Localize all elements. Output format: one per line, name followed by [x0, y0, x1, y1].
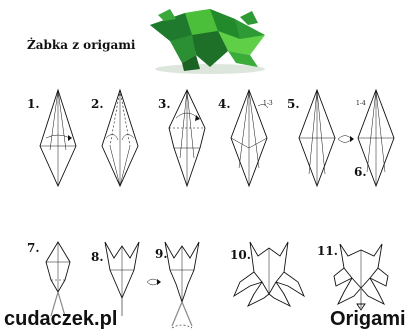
step-5-diagram: [298, 88, 336, 188]
step-3-number: 3.: [158, 97, 171, 111]
step-4-annotation: 1-3: [263, 100, 273, 107]
step-4-number: 4.: [218, 97, 231, 111]
step-2-diagram: [101, 88, 139, 188]
rotate-arrow-icon: [337, 135, 354, 143]
step-2-number: 2.: [91, 97, 104, 111]
step-7-diagram: [45, 241, 71, 317]
step-11-number: 11.: [317, 244, 338, 258]
step-4-diagram: [230, 88, 269, 188]
step-7-number: 7.: [27, 241, 40, 255]
step-9-diagram: [164, 241, 200, 329]
footer-site-name: cudaczek.pl: [4, 308, 118, 330]
step-6-diagram: [357, 88, 395, 188]
step-10-number: 10.: [230, 248, 251, 262]
step-10-diagram: [233, 241, 305, 308]
frog-photo: [150, 9, 265, 74]
footer-brand: Origami: [330, 308, 406, 330]
step-5-annotation: 1-4: [356, 100, 366, 107]
step-8-diagram: [104, 241, 140, 316]
rotate-arrow-icon: [146, 278, 161, 286]
step-9-number: 9.: [155, 247, 168, 261]
step-1-diagram: [39, 88, 77, 188]
step-1-number: 1.: [27, 97, 40, 111]
step-8-number: 8.: [91, 250, 104, 264]
step-5-number: 5.: [287, 97, 300, 111]
diagram-title: Żabka z origami: [27, 38, 136, 52]
step-11-diagram: [333, 243, 389, 311]
step-6-number: 6.: [354, 165, 367, 179]
step-3-diagram: [168, 88, 206, 188]
